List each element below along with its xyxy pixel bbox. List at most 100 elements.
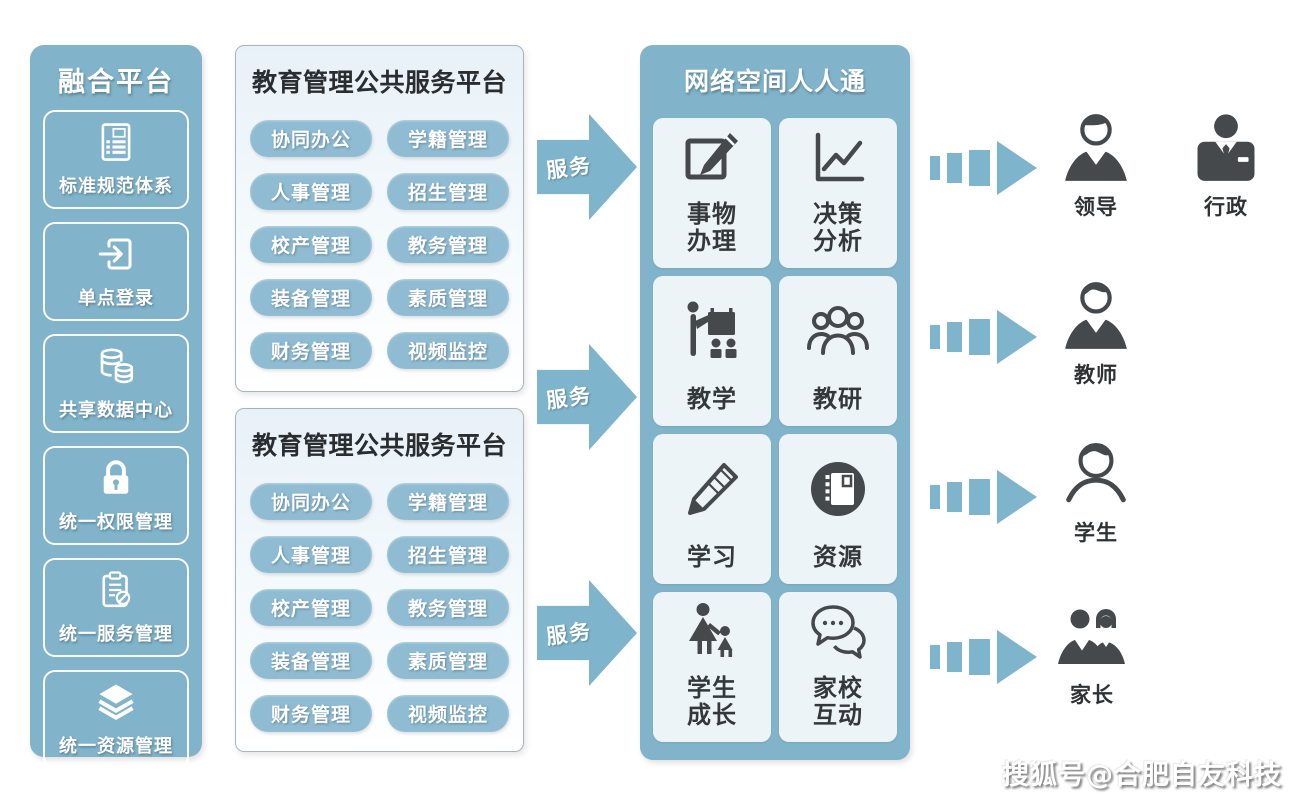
fusion-card-label: 共享数据中心 xyxy=(59,400,173,421)
fusion-card-label: 单点登录 xyxy=(78,288,154,309)
cyberspace-cell-grid: 事物 办理 决策 分析 教学 教研 学习 资源 xyxy=(653,118,897,742)
database-icon xyxy=(95,345,137,391)
fusion-card-sso: 单点登录 xyxy=(43,222,189,321)
arrow-dash xyxy=(947,322,962,352)
cell-decision-analysis: 决策 分析 xyxy=(779,118,897,268)
platform-button: 学籍管理 xyxy=(387,120,509,157)
arrow-dash xyxy=(947,153,962,183)
fusion-card-data-center: 共享数据中心 xyxy=(43,334,189,433)
line-chart-icon xyxy=(815,133,865,182)
cell-label: 家校 互动 xyxy=(813,673,863,730)
cyberspace-panel: 网络空间人人通 事物 办理 决策 分析 教学 教研 学习 xyxy=(640,45,910,760)
parent-child-icon xyxy=(689,603,733,658)
service-arrow-label: 服务 xyxy=(544,152,594,184)
edu-service-platform-box-1: 教育管理公共服务平台 协同办公 学籍管理 人事管理 招生管理 校产管理 教务管理… xyxy=(235,45,524,392)
platform-button: 协同办公 xyxy=(250,483,372,520)
dashed-arrow-teachers xyxy=(930,310,1037,364)
platform-button: 教务管理 xyxy=(387,226,509,263)
admin-person-icon xyxy=(1197,114,1255,181)
clipboard-icon xyxy=(95,569,137,615)
student-person-icon xyxy=(1066,443,1126,503)
platform-button: 招生管理 xyxy=(387,536,509,573)
platform-button-grid: 协同办公 学籍管理 人事管理 招生管理 校产管理 教务管理 装备管理 素质管理 … xyxy=(250,120,509,369)
dashed-arrow-students xyxy=(930,470,1037,524)
arrow-dash xyxy=(930,156,940,180)
platform-button: 装备管理 xyxy=(250,642,372,679)
platform-button: 校产管理 xyxy=(250,226,372,263)
notebook-icon xyxy=(811,462,865,517)
fusion-card-label: 统一资源管理 xyxy=(59,736,173,757)
cell-learning: 学习 xyxy=(653,434,771,584)
arrow-dash xyxy=(969,319,990,355)
platform-button: 视频监控 xyxy=(387,695,509,732)
fusion-card-label: 标准规范体系 xyxy=(59,176,173,197)
chat-bubbles-icon xyxy=(811,605,866,660)
platform-button: 协同办公 xyxy=(250,120,372,157)
arrow-dash xyxy=(969,639,990,675)
platform-button-grid: 协同办公 学籍管理 人事管理 招生管理 校产管理 教务管理 装备管理 素质管理 … xyxy=(250,483,509,732)
platform-title: 教育管理公共服务平台 xyxy=(251,68,507,97)
teacher-person-icon xyxy=(1065,282,1127,349)
fusion-card-services: 统一服务管理 xyxy=(43,558,189,657)
dashed-arrow-parents xyxy=(930,630,1037,684)
audience-parents: 家长 xyxy=(1046,600,1138,709)
audience-teacher: 教师 xyxy=(1050,280,1142,389)
cell-affairs: 事物 办理 xyxy=(653,118,771,268)
cell-label: 决策 分析 xyxy=(813,199,863,256)
fusion-card-permissions: 统一权限管理 xyxy=(43,446,189,545)
arrow-head xyxy=(997,470,1037,524)
teaching-icon xyxy=(687,301,737,359)
platform-button: 学籍管理 xyxy=(387,483,509,520)
cell-label: 教学 xyxy=(687,385,737,414)
cell-teaching: 教学 xyxy=(653,276,771,426)
arrow-dash xyxy=(969,479,990,515)
arrow-dash xyxy=(930,645,940,669)
arrow-dash xyxy=(947,642,962,672)
audience-admin: 行政 xyxy=(1180,112,1272,221)
edit-square-icon xyxy=(685,133,738,180)
cell-resources: 资源 xyxy=(779,434,897,584)
platform-button: 财务管理 xyxy=(250,332,372,369)
cyberspace-panel-title: 网络空间人人通 xyxy=(683,67,866,96)
pencil-icon xyxy=(688,463,738,516)
audience-student: 学生 xyxy=(1050,438,1142,547)
audience-label: 家长 xyxy=(1070,683,1114,707)
fusion-cards: 标准规范体系 单点登录 共享数据中心 统一权限管理 xyxy=(43,110,189,769)
arrow-dash xyxy=(930,325,940,349)
login-icon xyxy=(95,233,137,279)
service-arrow-label: 服务 xyxy=(544,618,594,650)
cell-label: 学习 xyxy=(687,543,737,572)
fusion-card-standards: 标准规范体系 xyxy=(43,110,189,209)
platform-button: 招生管理 xyxy=(387,173,509,210)
platform-button: 人事管理 xyxy=(250,536,372,573)
leader-person-icon xyxy=(1065,114,1127,181)
arrow-head xyxy=(997,630,1037,684)
edu-service-platform-box-2: 教育管理公共服务平台 协同办公 学籍管理 人事管理 招生管理 校产管理 教务管理… xyxy=(235,408,524,752)
audience-label: 领导 xyxy=(1074,195,1118,219)
platform-button: 财务管理 xyxy=(250,695,372,732)
cell-student-growth: 学生 成长 xyxy=(653,592,771,742)
arrow-dash xyxy=(969,150,990,186)
fusion-card-label: 统一服务管理 xyxy=(59,624,173,645)
platform-button: 素质管理 xyxy=(387,642,509,679)
arrow-head xyxy=(997,310,1037,364)
platform-title: 教育管理公共服务平台 xyxy=(251,431,507,460)
rules-document-icon xyxy=(95,121,137,167)
lock-icon xyxy=(95,457,137,503)
service-arrow-2: 服务 xyxy=(537,343,637,451)
fusion-platform-panel: 融合平台 标准规范体系 单点登录 共享数据中心 xyxy=(30,45,202,769)
arrow-head xyxy=(997,141,1037,195)
parents-icon xyxy=(1058,609,1125,664)
platform-button: 视频监控 xyxy=(387,332,509,369)
fusion-platform-title: 融合平台 xyxy=(58,67,174,98)
watermark-text: 搜狐号@合肥自友科技 xyxy=(1002,760,1282,791)
platform-button: 教务管理 xyxy=(387,589,509,626)
arrow-dash xyxy=(947,482,962,512)
arrow-dash xyxy=(930,485,940,509)
fusion-card-label: 统一权限管理 xyxy=(59,512,173,533)
cell-label: 事物 办理 xyxy=(687,199,737,256)
audience-leader: 领导 xyxy=(1050,112,1142,221)
platform-button: 校产管理 xyxy=(250,589,372,626)
cell-label: 学生 成长 xyxy=(687,673,737,730)
